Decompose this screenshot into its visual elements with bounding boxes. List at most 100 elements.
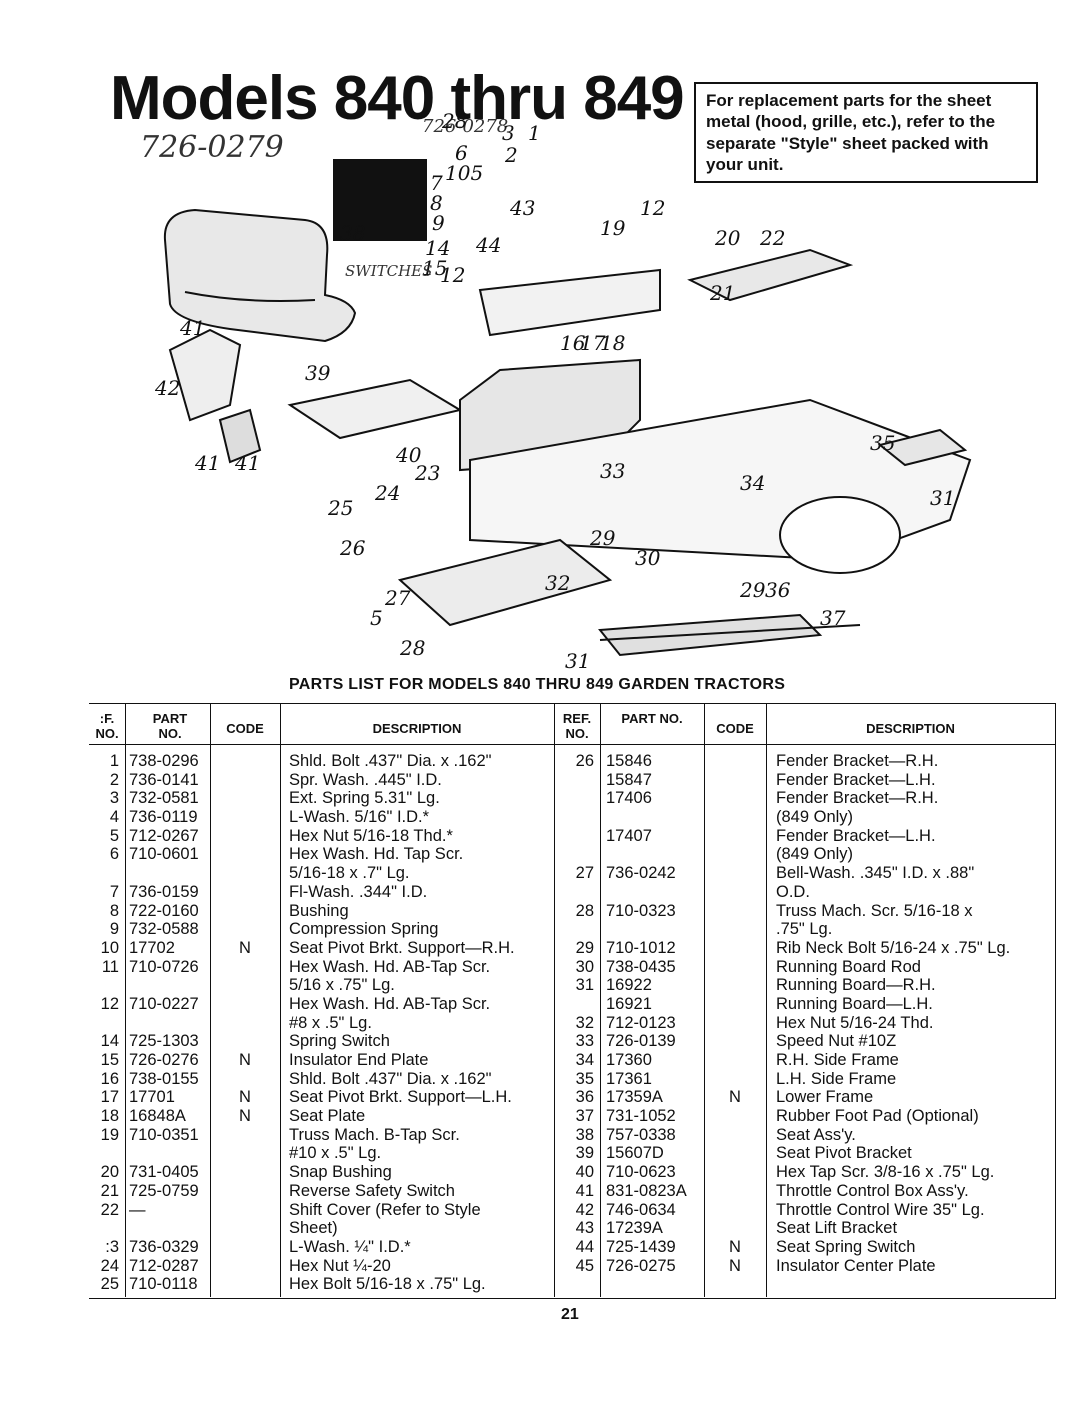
part-no-cell: 710-1012 — [606, 938, 676, 957]
table-row: #8 x .5" Lg. — [89, 1014, 554, 1033]
replacement-parts-note: For replacement parts for the sheet meta… — [694, 82, 1038, 183]
table-row: 40 710-0623 Hex Tap Scr. 3/8-16 x .75" Lg. — [554, 1163, 1054, 1182]
callout-2: 2 — [504, 143, 518, 167]
ref-cell: 40 — [575, 1163, 594, 1182]
header-description-left: DESCRIPTION — [372, 721, 462, 736]
throttle-control-drawing — [168, 328, 242, 422]
part-no-cell: 17701 — [129, 1088, 175, 1107]
table-row: O.D. — [554, 883, 1054, 902]
callout-8: 8 — [430, 191, 443, 215]
part-no-cell: 736-0141 — [129, 770, 199, 789]
table-row: 16921 Running Board—L.H. — [554, 995, 1054, 1014]
callout-5: 5 — [370, 606, 383, 630]
table-row: 5/16-18 x .7" Lg. — [89, 864, 554, 883]
callout-32: 32 — [545, 571, 570, 595]
description-cell: Hex Nut ¼-20 — [289, 1256, 391, 1275]
callout-24: 24 — [374, 481, 400, 505]
part-no-cell: 731-0405 — [129, 1163, 199, 1182]
description-cell: Running Board—L.H. — [776, 994, 933, 1013]
part-no-cell: 726-0276 — [129, 1051, 199, 1069]
ref-cell: 16 — [100, 1069, 119, 1088]
callout-34: 34 — [740, 471, 765, 495]
description-cell: Fender Bracket—L.H. — [776, 770, 936, 789]
ref-cell: 31 — [575, 976, 594, 995]
callout-3: 3 — [502, 121, 515, 145]
description-cell: Shld. Bolt .437" Dia. x .162" — [289, 1069, 492, 1088]
code-cell: N — [239, 1088, 251, 1107]
callout-19: 19 — [600, 216, 626, 240]
part-no-cell: 712-0267 — [129, 826, 199, 845]
part-no-cell: 736-0119 — [129, 808, 198, 827]
running-board-lh-drawing — [598, 613, 823, 657]
ref-cell: 4 — [109, 808, 119, 827]
description-cell: Seat Ass'y. — [776, 1125, 856, 1144]
callout-18: 18 — [600, 331, 625, 355]
callout-41: 41 — [179, 316, 205, 340]
part-no-cell: 710-0623 — [606, 1163, 676, 1182]
ref-cell: 22 — [100, 1200, 119, 1219]
description-cell: Bell-Wash. .345" I.D. x .88" — [776, 864, 975, 883]
code-cell: N — [239, 1051, 251, 1069]
ref-cell: 27 — [575, 864, 594, 883]
part-no-cell: 746-0634 — [606, 1200, 676, 1219]
ref-cell: 29 — [575, 938, 594, 957]
code-cell: N — [729, 1237, 741, 1256]
ref-cell: 8 — [109, 901, 119, 920]
callout-37: 37 — [820, 606, 846, 630]
description-cell: Ext. Spring 5.31" Lg. — [289, 789, 440, 808]
ref-cell: 21 — [100, 1181, 119, 1200]
description-cell: Seat Pivot Brkt. Support—R.H. — [289, 938, 515, 957]
header-code-right: CODE — [716, 721, 754, 736]
callout-29: 29 — [589, 526, 616, 550]
ref-cell: 44 — [575, 1237, 594, 1256]
part-no-cell: 726-0139 — [606, 1032, 676, 1051]
callout-21: 21 — [709, 281, 735, 305]
callout-23: 23 — [414, 461, 440, 485]
ref-cell: 38 — [575, 1125, 594, 1144]
part-no-cell: 16921 — [606, 994, 652, 1013]
description-cell: Hex Tap Scr. 3/8-16 x .75" Lg. — [776, 1163, 995, 1182]
ref-cell: 5 — [109, 826, 119, 845]
table-row: (849 Only) — [554, 845, 1054, 864]
callout-39: 39 — [305, 361, 331, 385]
description-cell: (849 Only) — [776, 808, 854, 827]
ref-cell: 33 — [575, 1032, 594, 1051]
callout-15: 15 — [422, 256, 447, 280]
part-no-cell: 710-0323 — [606, 901, 676, 920]
ref-cell: 26 — [575, 752, 594, 770]
part-no-cell: 17359A — [606, 1088, 663, 1107]
running-board-rh-drawing — [397, 538, 613, 627]
part-no-cell: 17702 — [129, 938, 175, 957]
table-row: (849 Only) — [554, 808, 1054, 827]
description-cell: Seat Lift Bracket — [776, 1219, 898, 1238]
description-cell: Reverse Safety Switch — [289, 1181, 455, 1200]
callout-17: 17 — [580, 331, 606, 355]
part-no-cell: 16848A — [129, 1107, 186, 1126]
switches-drawing — [333, 159, 427, 241]
part-no-cell: 726-0275 — [606, 1256, 676, 1275]
description-cell: Spring Switch — [289, 1032, 390, 1051]
description-cell: Hex Bolt 5/16-18 x .75" Lg. — [289, 1275, 486, 1294]
part-no-cell: 725-1439 — [606, 1237, 676, 1256]
part-no-cell: 15607D — [606, 1144, 664, 1163]
description-cell: Fender Bracket—R.H. — [776, 752, 939, 770]
col-divider — [600, 703, 601, 1297]
ref-cell: 34 — [575, 1051, 594, 1069]
exploded-parts-diagram: 28 3 1 6 2 7 105 8 9 43 14 15 44 12 19 1… — [154, 109, 972, 673]
description-cell: Seat Pivot Bracket — [776, 1144, 912, 1163]
part-no-cell: 710-0118 — [129, 1275, 198, 1294]
